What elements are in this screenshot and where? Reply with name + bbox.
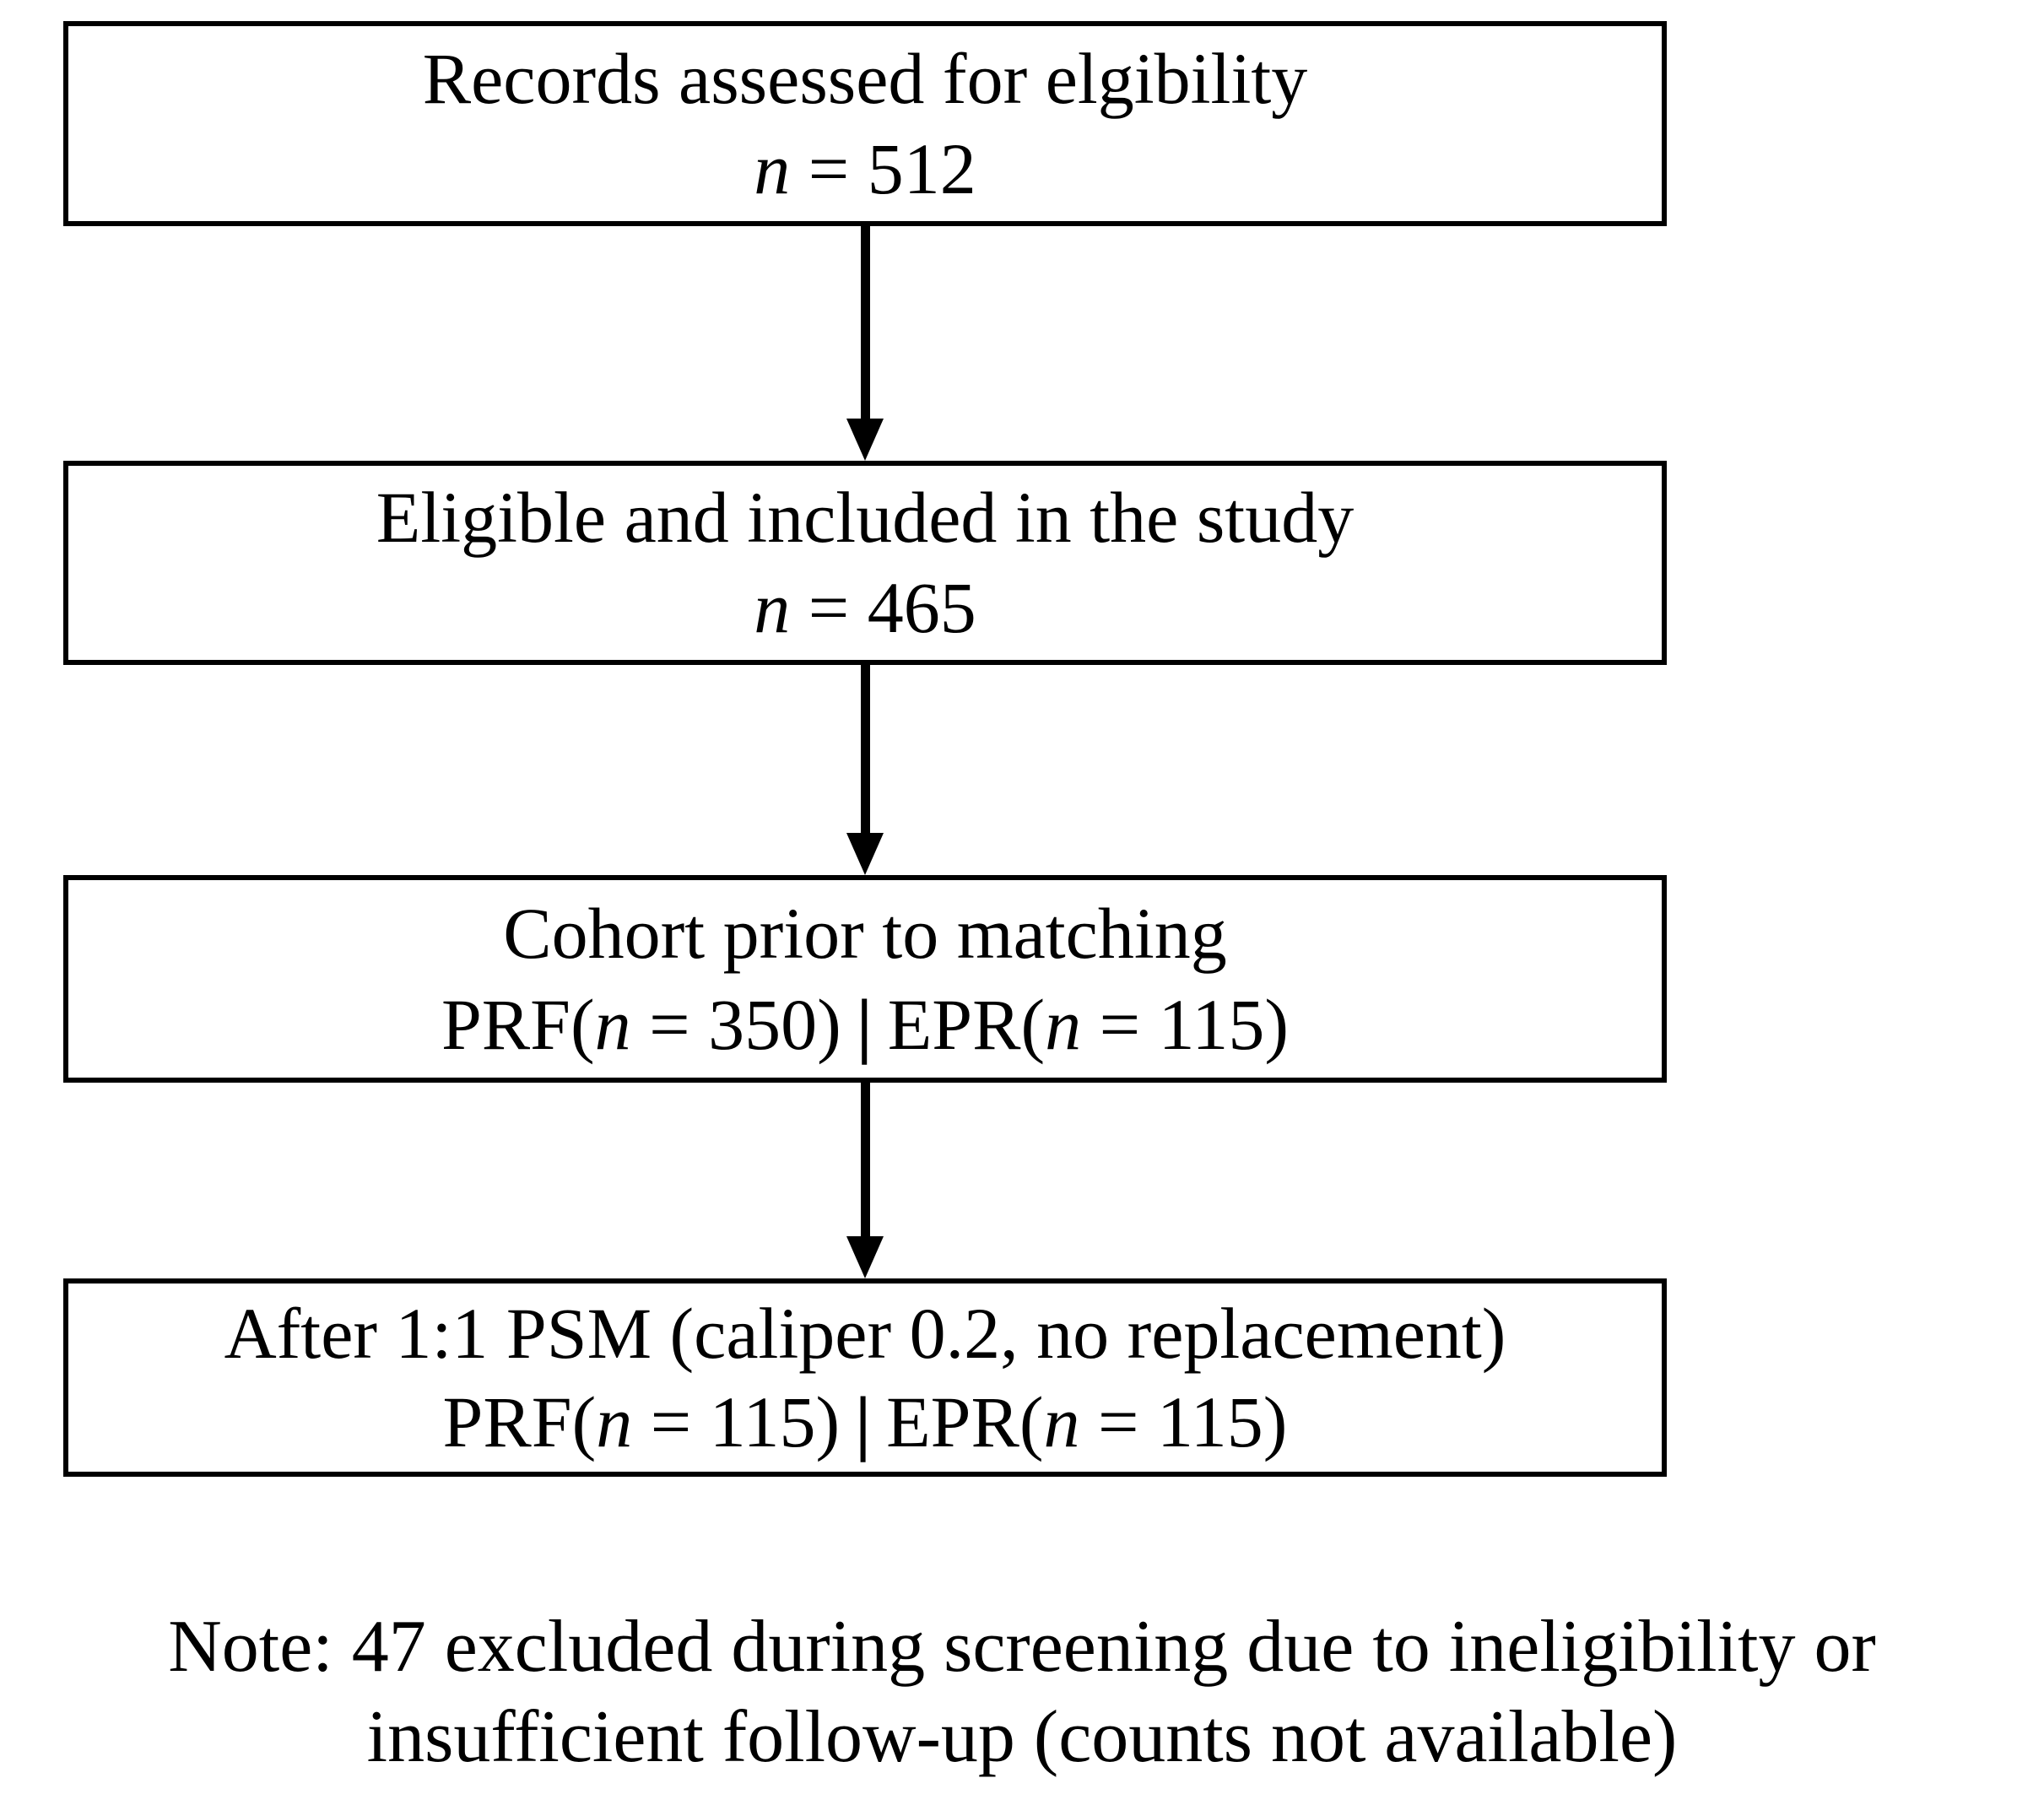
epr-value: = 115) xyxy=(1081,983,1290,1065)
prf-label: PRF( xyxy=(442,1381,597,1462)
prf-value: = 350) xyxy=(630,983,841,1065)
count-n-symbol: n xyxy=(1045,983,1082,1065)
box-records-title: Records assessed for elgibility xyxy=(422,37,1308,119)
arrow-head-icon xyxy=(846,833,884,875)
box-cohort-count: PRF(n = 350)|EPR(n = 115) xyxy=(441,986,1289,1062)
arrow-stem xyxy=(860,665,870,833)
down-arrow-1 xyxy=(846,226,884,461)
prf-label: PRF( xyxy=(441,983,595,1065)
epr-label: EPR( xyxy=(887,983,1046,1065)
box-psm-count: PRF(n = 115)|EPR(n = 115) xyxy=(442,1381,1288,1462)
box-cohort-prior-matching: Cohort prior to matching PRF(n = 350)|EP… xyxy=(63,875,1667,1083)
epr-value: = 115) xyxy=(1079,1381,1288,1462)
arrow-stem xyxy=(860,226,870,419)
arrow-stem xyxy=(860,1083,870,1236)
count-value: = 465 xyxy=(790,567,976,649)
arrow-head-icon xyxy=(846,1236,884,1278)
box-psm-title: After 1:1 PSM (caliper 0.2, no replaceme… xyxy=(224,1293,1506,1375)
arrow-head-icon xyxy=(846,419,884,461)
group-separator: | xyxy=(855,1381,872,1462)
down-arrow-3 xyxy=(846,1083,884,1278)
down-arrow-2 xyxy=(846,665,884,875)
box-eligible-included: Eligible and included in the study n = 4… xyxy=(63,461,1667,665)
box-cohort-title: Cohort prior to matching xyxy=(503,892,1227,974)
epr-label: EPR( xyxy=(886,1381,1044,1462)
exclusion-note-line-1: Note: 47 excluded during screening due t… xyxy=(168,1606,1876,1688)
prf-value: = 115) xyxy=(632,1381,841,1462)
box-after-psm: After 1:1 PSM (caliper 0.2, no replaceme… xyxy=(63,1278,1667,1477)
box-eligible-title: Eligible and included in the study xyxy=(376,477,1355,559)
exclusion-note-line-2: insufficient follow-up (counts not avail… xyxy=(366,1696,1678,1779)
count-n-symbol: n xyxy=(754,567,791,649)
count-n-symbol: n xyxy=(1043,1381,1080,1462)
count-n-symbol: n xyxy=(594,983,631,1065)
exclusion-note: Note: 47 excluded during screening due t… xyxy=(0,1602,2044,1783)
box-records-count: n = 512 xyxy=(754,131,976,207)
count-value: = 512 xyxy=(790,127,976,209)
count-n-symbol: n xyxy=(596,1381,633,1462)
box-eligible-count: n = 465 xyxy=(754,570,976,646)
group-separator: | xyxy=(856,983,873,1065)
box-records-assessed: Records assessed for elgibility n = 512 xyxy=(63,21,1667,226)
count-n-symbol: n xyxy=(754,127,791,209)
